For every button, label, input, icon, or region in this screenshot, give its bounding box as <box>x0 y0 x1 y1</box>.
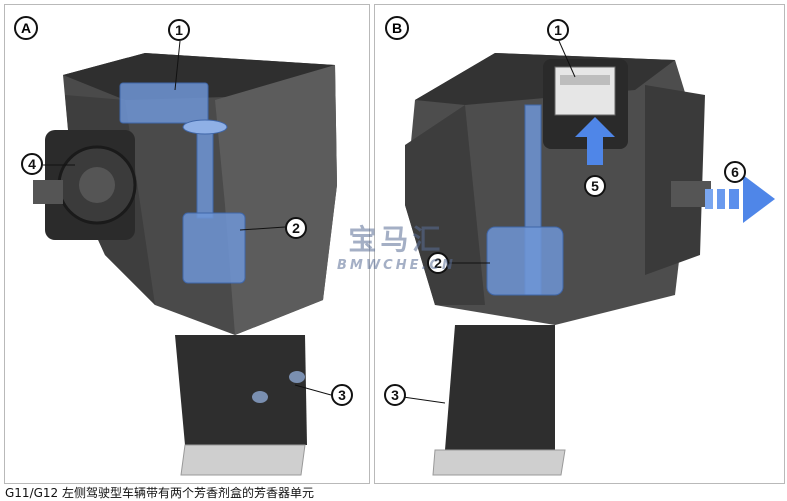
panel-b: B 1 2 3 5 6 <box>374 4 785 484</box>
panel-a: A 1 2 3 4 <box>4 4 370 484</box>
callout-2: 2 <box>427 252 449 274</box>
fragrance-unit-left-illustration <box>33 40 337 476</box>
watermark: 宝马汇 BMWCHE.CN <box>337 218 456 273</box>
watermark-en: BMWCHE.CN <box>337 258 456 273</box>
callout-1: 1 <box>168 19 190 41</box>
panel-letter-a: A <box>14 16 38 40</box>
watermark-cn: 宝马汇 <box>348 223 445 256</box>
figure-caption: G11/G12 左侧驾驶型车辆带有两个芳香剂盒的芳香器单元 <box>5 486 314 500</box>
panel-letter-b: B <box>385 16 409 40</box>
callout-5: 5 <box>584 175 606 197</box>
callout-6: 6 <box>724 161 746 183</box>
callout-3: 3 <box>384 384 406 406</box>
fragrance-unit-right-illustration <box>402 40 775 476</box>
callout-4: 4 <box>21 153 43 175</box>
callout-2: 2 <box>285 217 307 239</box>
callout-3: 3 <box>331 384 353 406</box>
callout-1: 1 <box>547 19 569 41</box>
